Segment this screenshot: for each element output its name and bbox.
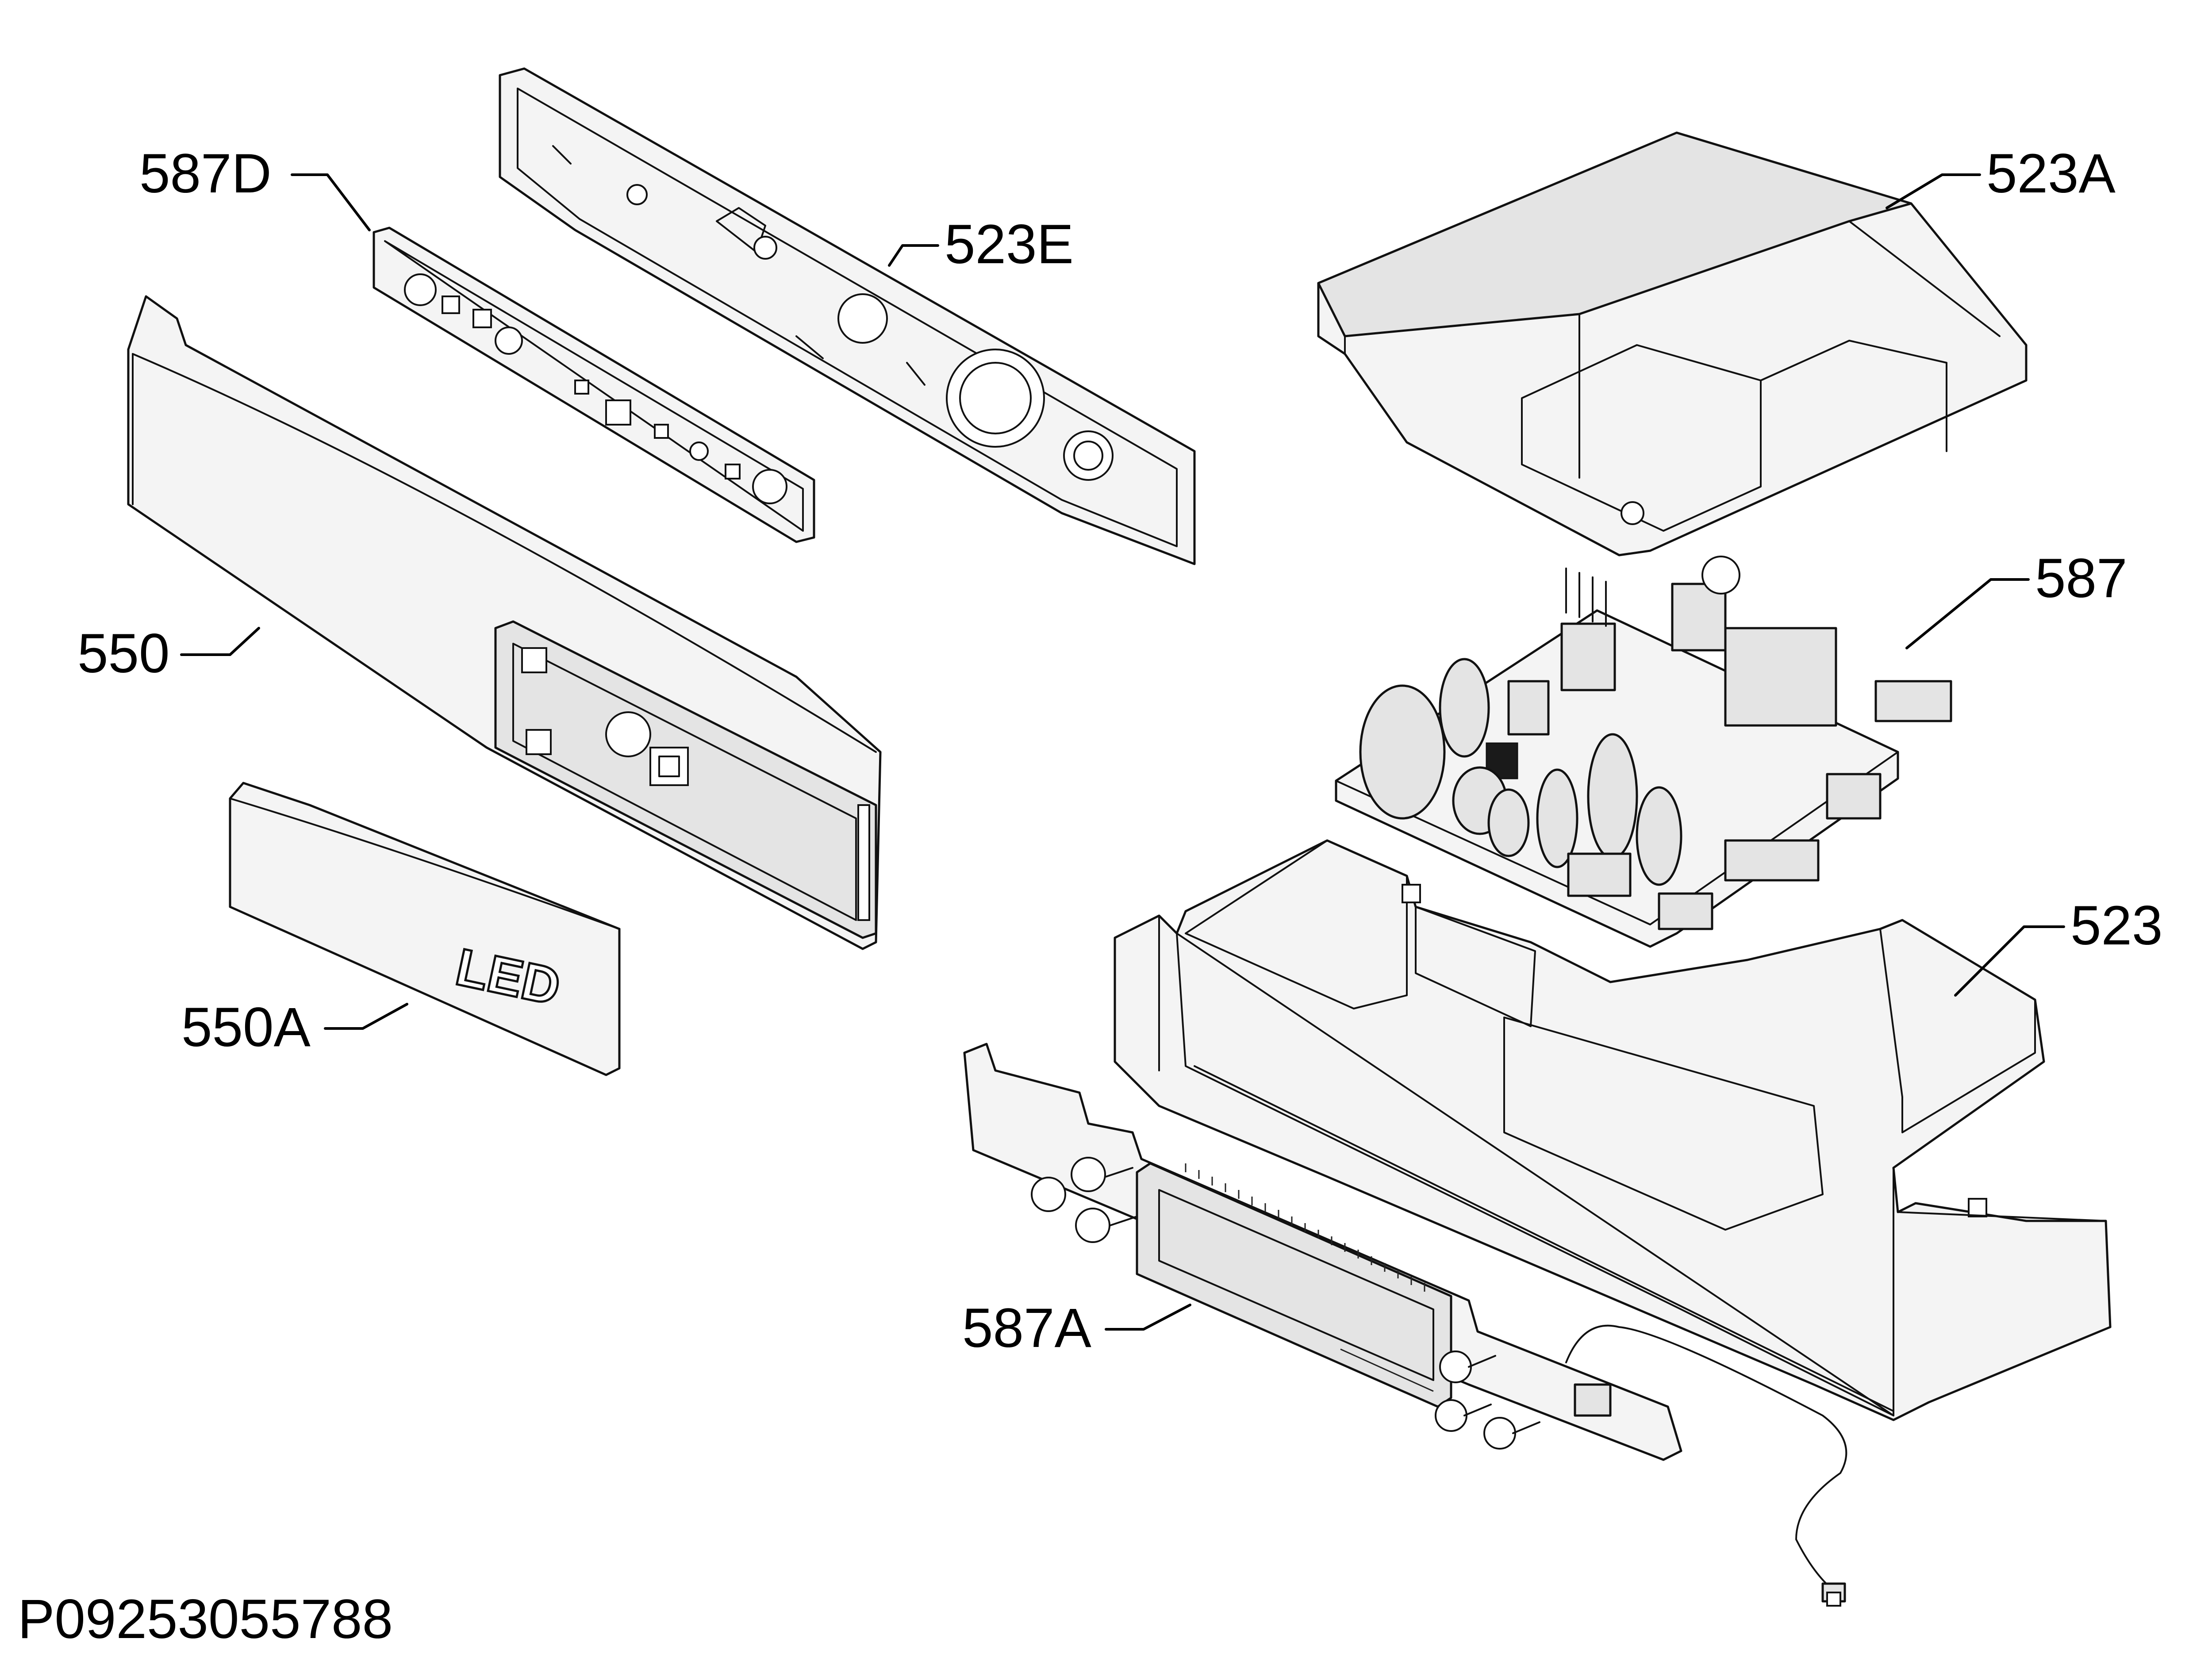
callout-labels: 587D 523E 523A 587 550 523 550A 587A <box>77 143 2163 1359</box>
part-523e-frame <box>499 67 1196 565</box>
callout-523a: 523A <box>1986 143 2116 204</box>
leader-550a <box>324 1003 408 1030</box>
callout-587d: 587D <box>139 143 272 204</box>
part-587a-display-board <box>963 1043 1847 1607</box>
callout-523: 523 <box>2070 895 2163 956</box>
leader-523a <box>1886 173 1981 209</box>
part-587d-led-board <box>373 226 815 543</box>
part-523-housing <box>1114 839 2112 1421</box>
part-550-fascia <box>127 295 882 950</box>
callout-587: 587 <box>2035 548 2128 609</box>
part-523a-cover <box>1317 131 2028 556</box>
callout-523e: 523E <box>945 214 1074 275</box>
callout-550: 550 <box>77 623 170 684</box>
leader-587 <box>1905 578 2030 649</box>
leader-587d <box>291 173 371 231</box>
leader-lines <box>180 173 2065 1331</box>
callout-550a: 550A <box>181 997 311 1058</box>
callout-587a: 587A <box>962 1297 1092 1359</box>
leader-550 <box>180 627 260 656</box>
leader-523e <box>888 244 939 267</box>
part-550a-led-cap: LED <box>229 782 621 1076</box>
leader-523 <box>1954 925 2065 997</box>
drawing-number: P09253055788 <box>18 1588 393 1650</box>
part-587-main-pcb <box>1335 556 1952 948</box>
leader-587a <box>1105 1304 1191 1331</box>
